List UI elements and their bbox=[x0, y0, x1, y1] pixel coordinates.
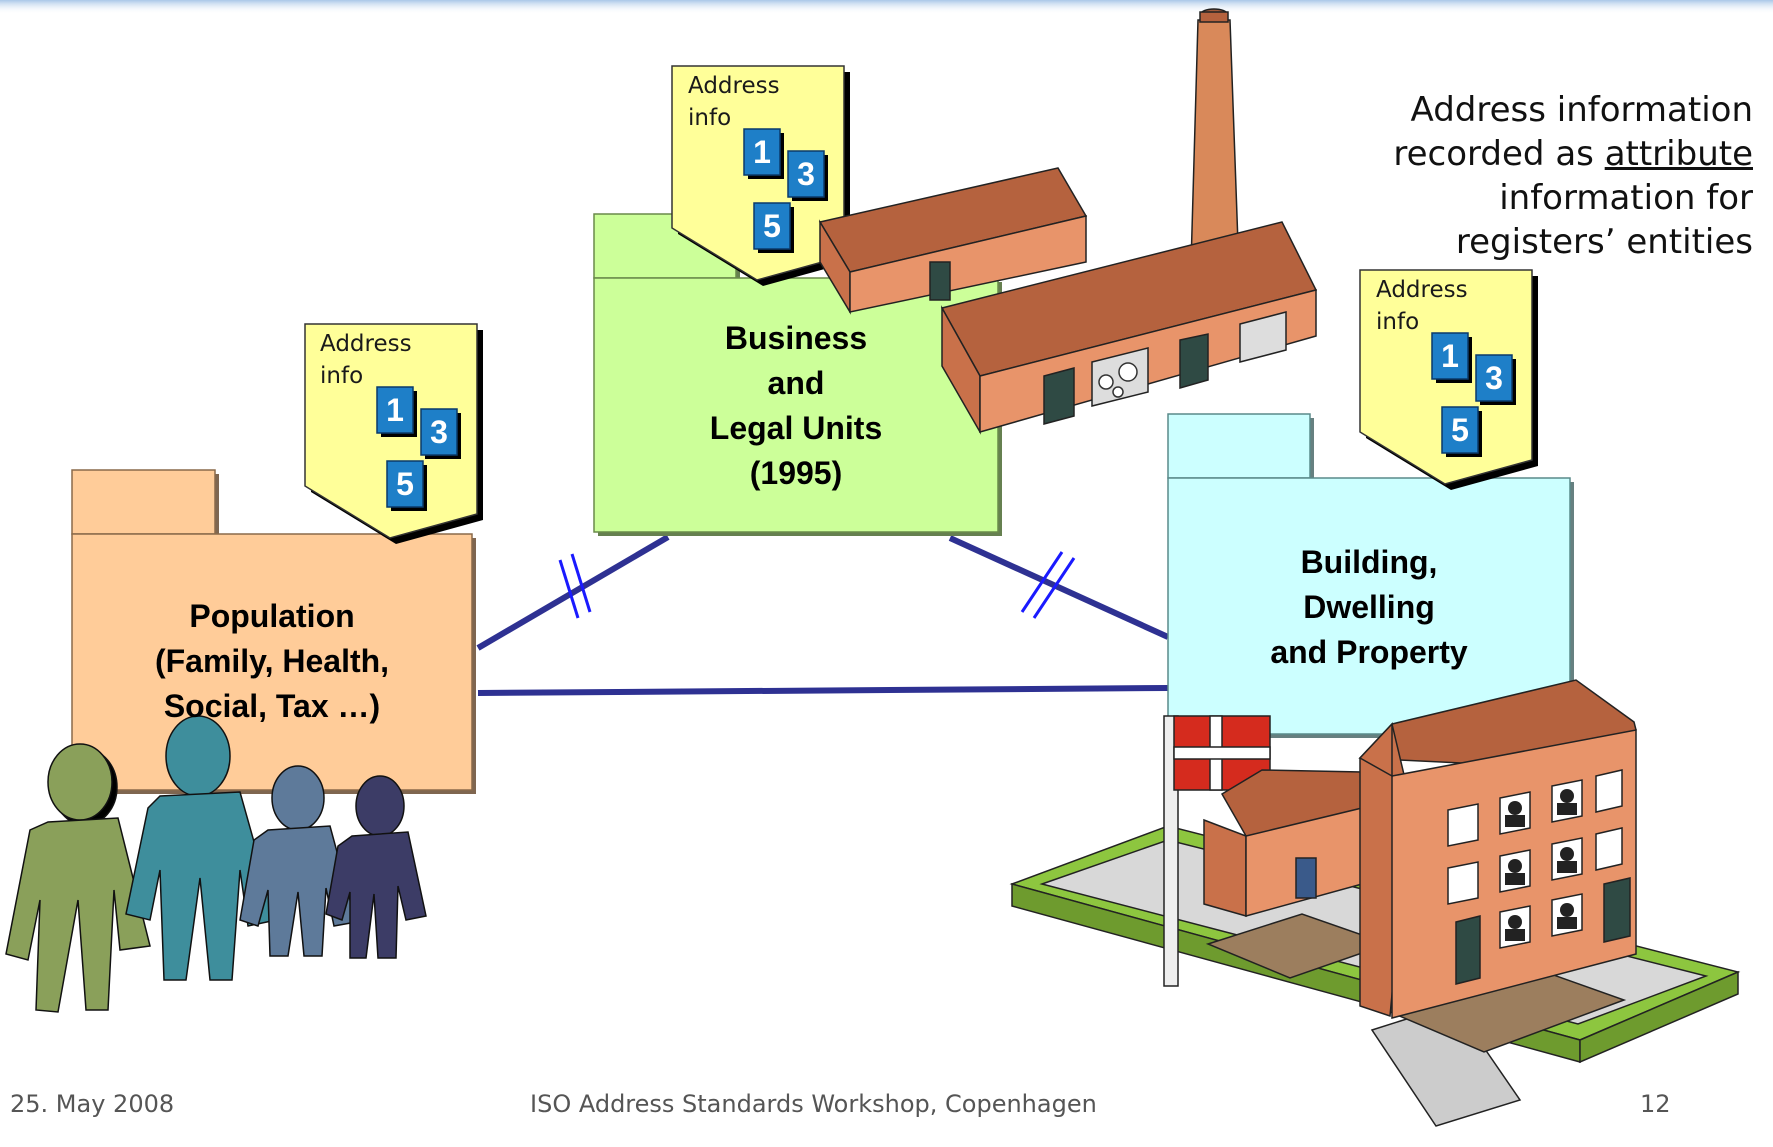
digit-label: 1 bbox=[1441, 338, 1459, 374]
house-illustration bbox=[1009, 679, 1741, 1127]
person-icon-3 bbox=[239, 765, 357, 957]
double-bar-mark-right bbox=[1020, 551, 1076, 619]
population-folder bbox=[71, 469, 476, 794]
digit-label: 5 bbox=[1451, 412, 1469, 448]
connectors bbox=[476, 534, 1170, 696]
footer-event: ISO Address Standards Workshop, Copenhag… bbox=[530, 1090, 1097, 1118]
address-tag-business bbox=[671, 65, 850, 286]
connector-business-building bbox=[948, 535, 1170, 640]
number-blocks-icon bbox=[376, 386, 461, 511]
number-blocks-icon bbox=[743, 128, 828, 253]
digit-label: 1 bbox=[386, 392, 404, 428]
double-bar-mark-left bbox=[558, 553, 592, 619]
address-attribute-note: Address information recorded as attribut… bbox=[1393, 90, 1753, 262]
digit-label: 5 bbox=[763, 208, 781, 244]
digit-label: 3 bbox=[797, 156, 815, 192]
person-icon-2 bbox=[125, 715, 277, 981]
digit-label: 3 bbox=[430, 414, 448, 450]
address-tag-population bbox=[304, 323, 483, 544]
address-tag-building bbox=[1359, 269, 1538, 490]
digit-label: 3 bbox=[1485, 360, 1503, 396]
person-icon-1 bbox=[5, 743, 151, 1013]
digit-label: 1 bbox=[753, 134, 771, 170]
person-in-window-icons bbox=[1505, 789, 1577, 941]
digit-label: 5 bbox=[396, 466, 414, 502]
people-illustration bbox=[5, 715, 427, 1013]
building-register-label: Building, Dwelling and Property bbox=[1270, 544, 1468, 670]
footer-page-number: 12 bbox=[1640, 1090, 1671, 1118]
top-banner bbox=[0, 0, 1773, 14]
number-blocks-icon bbox=[1431, 332, 1516, 457]
connector-population-building bbox=[477, 685, 1169, 696]
business-register-label: Business and Legal Units (1995) bbox=[709, 320, 883, 491]
connector-population-business bbox=[476, 534, 670, 651]
person-icon-4 bbox=[325, 775, 427, 959]
footer-date: 25. May 2008 bbox=[10, 1090, 175, 1118]
population-register-label: Population (Family, Health, Social, Tax … bbox=[154, 598, 390, 724]
building-folder bbox=[1167, 413, 1574, 738]
factory-illustration bbox=[818, 8, 1318, 435]
